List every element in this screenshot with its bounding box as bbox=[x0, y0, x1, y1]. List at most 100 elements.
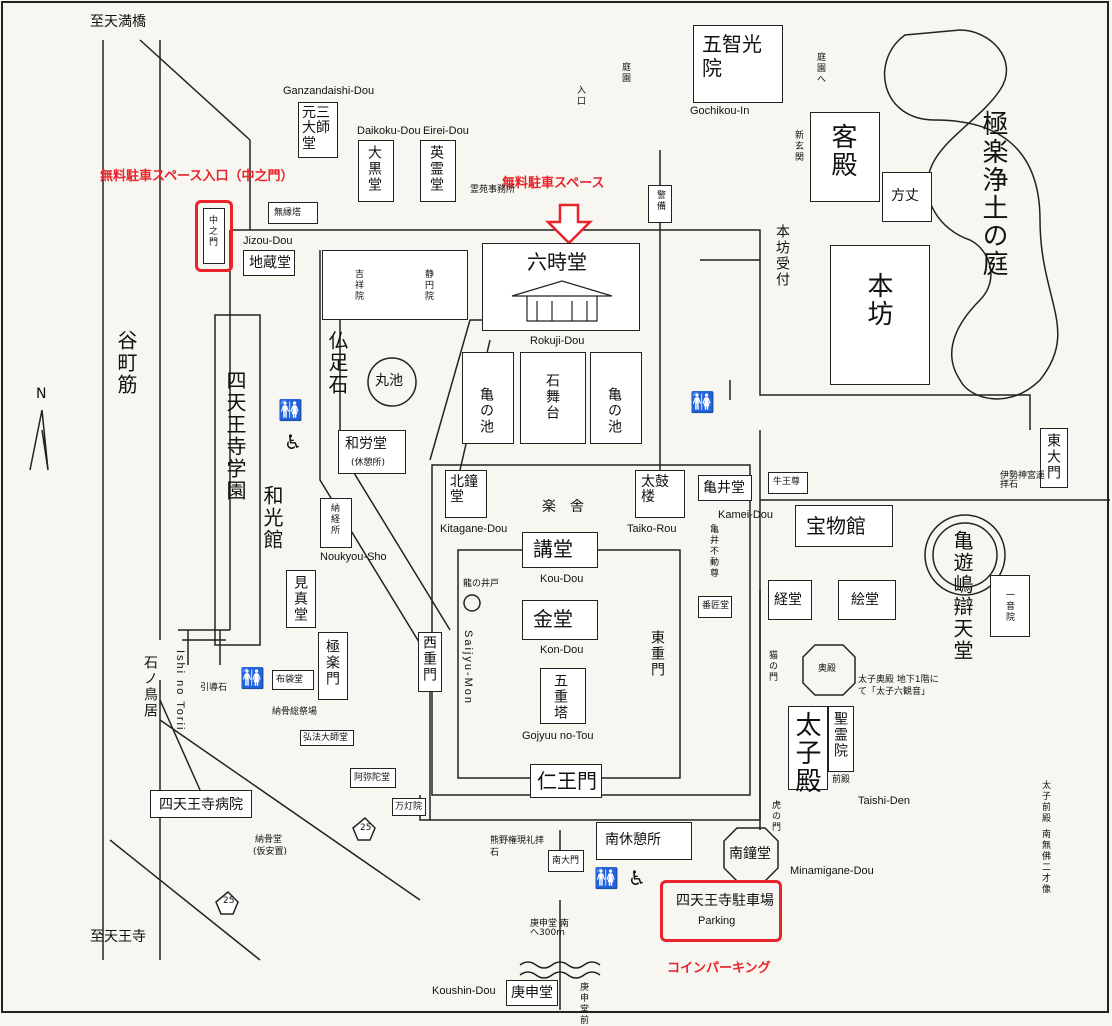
shoryoin-label: 聖霊院 bbox=[832, 711, 848, 759]
kenshin-label: 見真堂 bbox=[292, 575, 308, 623]
kondou-box: 金堂 bbox=[522, 600, 598, 640]
restroom-south-icon: 🚻 bbox=[594, 866, 619, 890]
kitagane-en: Kitagane-Dou bbox=[440, 523, 508, 535]
kamei-label: 亀井堂 bbox=[703, 480, 745, 496]
kondou-label: 金堂 bbox=[533, 607, 573, 631]
houjou-label: 方丈 bbox=[891, 188, 919, 204]
rokuji-box: 六時堂 bbox=[482, 243, 640, 331]
kamenoike-east-box: 亀の池 bbox=[590, 352, 642, 444]
koubou-box: 弘法大師堂 bbox=[300, 730, 354, 746]
ichionin-box: 一音院 bbox=[990, 575, 1030, 637]
taishiden-en: Taishi-Den bbox=[858, 795, 910, 807]
maruike-label: 丸池 bbox=[375, 373, 403, 389]
higashi-jyumon-label: 東重門 bbox=[649, 630, 665, 678]
route-25-a: 25 bbox=[360, 823, 372, 833]
noukyou-box: 納経所 bbox=[320, 498, 352, 548]
houmotsukan-box: 宝物館 bbox=[795, 505, 893, 547]
nekonomon-label: 猫の門 bbox=[767, 650, 777, 683]
gojuu-box: 五重塔 bbox=[540, 668, 586, 724]
minami-kyukei-box: 南休憩所 bbox=[596, 822, 692, 860]
koushin-en: Koushin-Dou bbox=[432, 985, 496, 997]
kamei-box: 亀井堂 bbox=[698, 475, 752, 501]
kamenoike-west-box: 亀の池 bbox=[462, 352, 514, 444]
free-parking-entrance-note: 無料駐車スペース入口（中之門） bbox=[100, 169, 294, 184]
koudou-en: Kou-Dou bbox=[540, 573, 584, 585]
okuden-note: 太子奥殿 地下1階にて「太子六観音」 bbox=[858, 675, 939, 697]
coin-parking-note: コインパーキング bbox=[667, 961, 771, 976]
kyoudou-label: 経堂 bbox=[774, 592, 802, 608]
nakanomon-box: 中之門 bbox=[203, 208, 225, 264]
eirei-label: 英霊堂 bbox=[428, 145, 444, 193]
koubou-label: 弘法大師堂 bbox=[303, 733, 349, 743]
ichionin-label: 一音院 bbox=[1004, 590, 1014, 623]
jizou-en: Jizou-Dou bbox=[243, 235, 293, 247]
daikoku-label: 大黒堂 bbox=[366, 145, 382, 193]
to-tenmabashi-label: 至天満橋 bbox=[90, 14, 146, 30]
niomon-label: 仁王門 bbox=[537, 769, 597, 793]
parking-box: 四天王寺駐車場 Parking bbox=[668, 886, 774, 936]
okuden-label: 奥殿 bbox=[818, 664, 837, 674]
north-arrow-label: N bbox=[36, 386, 47, 402]
wheelchair-icon: ♿ bbox=[284, 430, 302, 454]
noukotsu-kari-b: (仮安置) bbox=[253, 847, 288, 857]
shingenkan-label: 新玄関 bbox=[793, 130, 803, 163]
houmotsukan-label: 宝物館 bbox=[806, 514, 866, 538]
jizo-statue-label: 太子前殿 南無佛二才像 bbox=[1040, 780, 1050, 895]
rokuji-label: 六時堂 bbox=[527, 250, 587, 274]
kondou-en: Kon-Dou bbox=[540, 644, 584, 656]
honbou-box: 本坊 bbox=[830, 245, 930, 385]
kyoudou-box: 経堂 bbox=[768, 580, 812, 620]
nakanomon-label: 中之門 bbox=[207, 215, 217, 248]
wakoukan-label: 和光館 bbox=[260, 485, 284, 551]
taiko-en: Taiko-Rou bbox=[627, 523, 677, 535]
gojuu-en: Gojyuu no-Tou bbox=[522, 730, 594, 742]
edou-box: 絵堂 bbox=[838, 580, 896, 620]
kumano-label: 熊野権現礼拝石 bbox=[490, 836, 545, 858]
indouseki-label: 引導石 bbox=[200, 683, 228, 693]
fuseidou-label: 布袋堂 bbox=[276, 675, 304, 685]
gochikou-in-en: Gochikou-In bbox=[690, 105, 750, 117]
ganzandaishi-en: Ganzandaishi-Dou bbox=[283, 85, 375, 97]
hospital-label: 四天王寺病院 bbox=[159, 797, 243, 813]
kameifudou-label: 亀井不動尊 bbox=[708, 524, 718, 579]
eirei-en: Eirei-Dou bbox=[423, 125, 469, 137]
ishinotorii-label: 石ノ鳥居 bbox=[142, 655, 158, 719]
gyuuou-label: 牛王尊 bbox=[773, 477, 801, 487]
niomon-box: 仁王門 bbox=[530, 764, 602, 798]
route-25-b: 25 bbox=[223, 896, 235, 906]
amida-box: 阿弥陀堂 bbox=[350, 768, 396, 788]
kichijo-label: 吉祥院 bbox=[353, 269, 363, 302]
nandaimon-box: 南大門 bbox=[548, 850, 584, 872]
daikoku-en: Daikoku-Dou bbox=[357, 125, 421, 137]
teien-he-label: 庭園へ bbox=[815, 52, 825, 85]
koushin-dist-label: 庚申堂 南へ300m bbox=[530, 919, 569, 938]
taiko-label: 太鼓楼 bbox=[641, 474, 669, 506]
kamei-en: Kamei-Dou bbox=[718, 509, 774, 521]
jizou-box: 地蔵堂 bbox=[243, 250, 295, 276]
jizou-label: 地蔵堂 bbox=[249, 255, 291, 271]
benten-label: 亀遊嶋辯天堂 bbox=[950, 530, 974, 662]
kyakuden-box: 客殿 bbox=[810, 112, 880, 202]
mandoin-box: 万灯院 bbox=[392, 798, 426, 816]
noukotsusaidan-label: 納骨総祭場 bbox=[272, 707, 318, 717]
saijyu-label: 西重門 bbox=[421, 635, 437, 683]
edou-label: 絵堂 bbox=[851, 592, 879, 608]
noukotsu-kari-a: 納骨堂 bbox=[255, 835, 283, 845]
iriguchi-label: 入口 bbox=[575, 85, 585, 107]
kenshin-box: 見真堂 bbox=[286, 570, 316, 628]
banshodou-label: 番匠堂 bbox=[702, 601, 730, 611]
ishibutai-box: 石舞台 bbox=[520, 352, 586, 444]
higashi-ootorii-label: 東大門 bbox=[1045, 433, 1061, 481]
shoryoin-box: 聖霊院 bbox=[828, 706, 854, 772]
banshodou-box: 番匠堂 bbox=[698, 596, 732, 618]
daikoku-box: 大黒堂 bbox=[358, 140, 394, 202]
hospital-box: 四天王寺病院 bbox=[150, 790, 252, 818]
koushin-label: 庚申堂 bbox=[511, 985, 553, 1001]
mandoin-label: 万灯院 bbox=[395, 802, 423, 812]
parking-jp: 四天王寺駐車場 bbox=[676, 893, 774, 909]
koudou-box: 講堂 bbox=[522, 532, 598, 568]
gakusha-label: 楽舎 bbox=[542, 499, 598, 515]
gokurakumon-box: 極楽門 bbox=[318, 632, 348, 700]
muen-box: 無縁塔 bbox=[268, 202, 318, 224]
